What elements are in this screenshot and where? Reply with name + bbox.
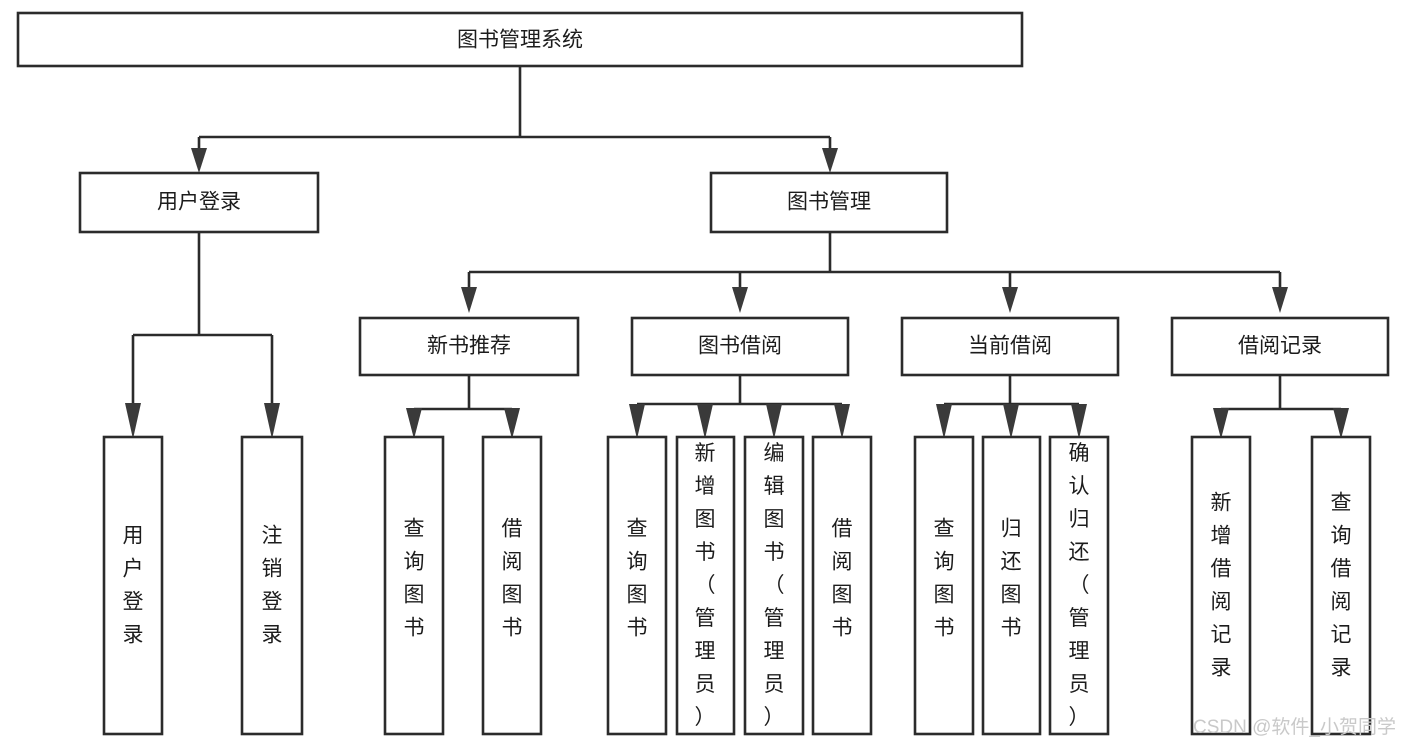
leaf-node[interactable]: 编辑图书（管理员） xyxy=(743,435,805,736)
node-root-box[interactable] xyxy=(16,11,1024,68)
leaf-node[interactable]: 确认归还（管理员） xyxy=(1048,435,1110,736)
node-book-borrow-label: 图书借阅 xyxy=(698,335,782,358)
leaf-node[interactable]: 借阅图书 xyxy=(481,435,543,736)
node-root-label: 图书管理系统 xyxy=(457,29,583,52)
leaf-node[interactable]: 查询图书 xyxy=(383,435,445,736)
arrow-icon-br-leaf1 xyxy=(1213,408,1229,439)
node-current-borrow[interactable]: 当前借阅 xyxy=(900,316,1120,377)
node-book-management-box[interactable] xyxy=(709,171,949,234)
arrow-icon-bb-leaf1 xyxy=(629,404,645,439)
node-new-book-recommend[interactable]: 新书推荐 xyxy=(358,316,580,377)
leaf-cb-confirm-return-box[interactable] xyxy=(1048,435,1110,736)
leaf-node[interactable]: 查询图书 xyxy=(606,435,668,736)
arrow-icon-user-login xyxy=(191,148,207,173)
node-borrow-record-box[interactable] xyxy=(1170,316,1390,377)
leaf-br-add-record-box[interactable] xyxy=(1190,435,1252,736)
leaf-nb-query-book-label: 查询图书 xyxy=(404,518,425,640)
arrow-icon-br-leaf2 xyxy=(1333,408,1349,439)
node-new-book-recommend-box[interactable] xyxy=(358,316,580,377)
leaf-cb-return-book-box[interactable] xyxy=(981,435,1042,736)
node-user-login[interactable]: 用户登录 xyxy=(78,171,320,234)
node-borrow-record-label: 借阅记录 xyxy=(1238,335,1322,358)
leaf-node[interactable]: 注销登录 xyxy=(240,435,304,736)
leaf-user-login-label: 用户登录 xyxy=(123,525,144,647)
leaf-logout-box[interactable] xyxy=(240,435,304,736)
arrow-icon-cb-leaf2 xyxy=(1003,404,1019,439)
leaf-bb-edit-book-box[interactable] xyxy=(743,435,805,736)
node-book-borrow[interactable]: 图书借阅 xyxy=(630,316,850,377)
leaf-nb-borrow-book-label: 借阅图书 xyxy=(502,518,523,640)
arrow-icon-cb-leaf3 xyxy=(1071,404,1087,439)
arrow-icon-bb-leaf4 xyxy=(834,404,850,439)
node-new-book-recommend-label: 新书推荐 xyxy=(427,335,511,358)
arrow-icon-book-mgmt xyxy=(822,148,838,173)
node-book-borrow-box[interactable] xyxy=(630,316,850,377)
leaf-bb-borrow-book-label: 借阅图书 xyxy=(832,518,853,640)
leaf-bb-edit-book-label: 编辑图书（管理员） xyxy=(764,442,785,729)
arrow-icon-bb-leaf2 xyxy=(697,404,713,439)
arrow-icon-ul-leaf1 xyxy=(125,403,141,439)
node-root[interactable]: 图书管理系统 xyxy=(16,11,1024,68)
arrow-icon-bb-leaf3 xyxy=(766,404,782,439)
node-current-borrow-label: 当前借阅 xyxy=(968,335,1052,358)
leaf-br-query-record-box[interactable] xyxy=(1310,435,1372,736)
leaf-node[interactable]: 新增借阅记录 xyxy=(1190,435,1252,736)
arrow-icon-nb-leaf2 xyxy=(504,408,520,439)
arrow-icon-borrow-record xyxy=(1272,287,1288,313)
leaf-node[interactable]: 用户登录 xyxy=(102,435,164,736)
leaf-bb-query-book-box[interactable] xyxy=(606,435,668,736)
arrow-icon-nb-leaf1 xyxy=(406,408,422,439)
arrow-icon-current-borrow xyxy=(1002,287,1018,313)
leaf-cb-return-book-label: 归还图书 xyxy=(1001,518,1022,640)
node-current-borrow-box[interactable] xyxy=(900,316,1120,377)
node-borrow-record[interactable]: 借阅记录 xyxy=(1170,316,1390,377)
leaf-cb-query-book-box[interactable] xyxy=(913,435,975,736)
arrowhead-layer xyxy=(125,148,1349,439)
leaf-user-login-box[interactable] xyxy=(102,435,164,736)
node-user-login-box[interactable] xyxy=(78,171,320,234)
leaf-bb-borrow-book-box[interactable] xyxy=(811,435,873,736)
leaf-logout-label: 注销登录 xyxy=(262,525,283,647)
leaf-node[interactable]: 查询图书 xyxy=(913,435,975,736)
leaf-cb-query-book-label: 查询图书 xyxy=(934,518,955,640)
leaf-node[interactable]: 查询借阅记录 xyxy=(1310,435,1372,736)
watermark-label: CSDN @软件_小贺同学 xyxy=(1193,716,1396,738)
leaf-bb-add-book-label: 新增图书（管理员） xyxy=(695,442,716,729)
leaf-node[interactable]: 借阅图书 xyxy=(811,435,873,736)
leaf-cb-confirm-return-label: 确认归还（管理员） xyxy=(1069,442,1090,729)
arrow-icon-new-book xyxy=(461,287,477,313)
arrow-icon-ul-leaf2 xyxy=(264,403,280,439)
arrow-icon-cb-leaf1 xyxy=(936,404,952,439)
leaf-node[interactable]: 归还图书 xyxy=(981,435,1042,736)
leaf-bb-add-book-box[interactable] xyxy=(675,435,736,736)
leaf-bb-query-book-label: 查询图书 xyxy=(627,518,648,640)
leaf-br-query-record-label: 查询借阅记录 xyxy=(1331,492,1352,680)
node-book-management[interactable]: 图书管理 xyxy=(709,171,949,234)
arrow-icon-book-borrow xyxy=(732,287,748,313)
leaf-br-add-record-label: 新增借阅记录 xyxy=(1211,492,1232,680)
node-user-login-label: 用户登录 xyxy=(157,191,241,214)
leaf-nb-query-book-box[interactable] xyxy=(383,435,445,736)
leaf-node[interactable]: 新增图书（管理员） xyxy=(675,435,736,736)
node-book-management-label: 图书管理 xyxy=(787,191,871,214)
leaf-nb-borrow-book-box[interactable] xyxy=(481,435,543,736)
